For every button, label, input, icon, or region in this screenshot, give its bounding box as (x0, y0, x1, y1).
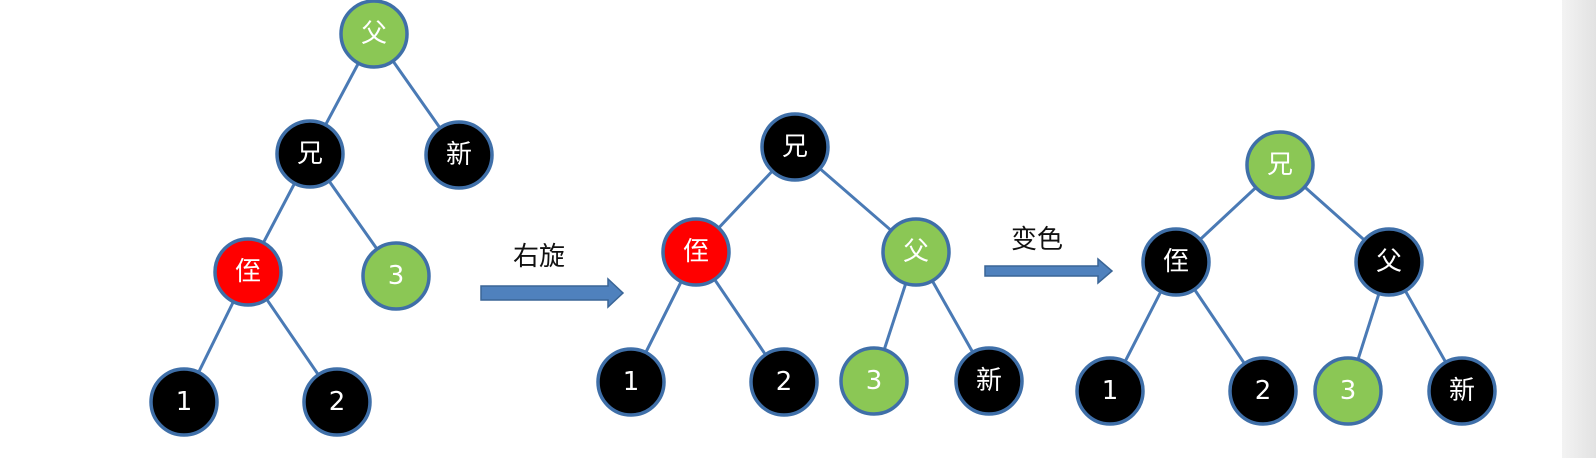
node-t2-nephew: 侄 (661, 217, 731, 287)
node-t3-3: 3 (1313, 356, 1383, 426)
arrow-recolor-shape (984, 257, 1114, 285)
node-label-t2-parent: 父 (903, 237, 929, 267)
node-label-t3-nephew: 侄 (1163, 247, 1189, 277)
node-label-t3-3: 3 (1340, 376, 1357, 406)
tree-before: 父兄 新侄 3 1 2 (149, 0, 494, 437)
node-t2-sibling: 兄 (760, 112, 830, 182)
node-label-t3-2: 2 (1255, 376, 1272, 406)
node-t1-nephew: 侄 (213, 237, 283, 307)
edges-layer (182, 33, 1464, 403)
node-label-t2-sibling: 兄 (782, 132, 808, 162)
node-label-t1-nephew: 侄 (235, 257, 261, 287)
arrow-recolor-label: 变色 (1011, 225, 1063, 255)
node-circle-t1-nephew (213, 237, 283, 307)
node-label-t2-2: 2 (776, 367, 793, 397)
node-label-t3-sibling: 兄 (1267, 150, 1293, 180)
arrow-rotate-shape (480, 277, 625, 309)
node-t3-1: 1 (1075, 356, 1145, 426)
node-t3-new: 新 (1427, 356, 1497, 426)
node-t2-parent: 父 (881, 217, 951, 287)
node-t2-1: 1 (596, 347, 666, 417)
node-t3-sibling: 兄 (1245, 130, 1315, 200)
tree-recolored: 兄侄 父 1 2 3 新 (1075, 130, 1497, 426)
node-t1-3: 3 (361, 241, 431, 311)
vertical-scrollbar[interactable] (1562, 0, 1596, 458)
node-label-t3-1: 1 (1102, 376, 1119, 406)
node-label-t2-3: 3 (866, 366, 883, 396)
node-label-t2-new: 新 (976, 366, 1002, 396)
node-label-t3-parent: 父 (1376, 247, 1402, 277)
node-circle-t3-parent (1354, 227, 1424, 297)
node-circle-t3-sibling (1245, 130, 1315, 200)
node-label-t2-nephew: 侄 (683, 237, 709, 267)
node-circle-t2-nephew (661, 217, 731, 287)
node-label-t1-3: 3 (388, 261, 405, 291)
node-circle-t2-2 (749, 347, 819, 417)
node-t3-nephew: 侄 (1141, 227, 1211, 297)
arrow-rotate: 右旋 (480, 242, 625, 309)
node-circle-t1-2 (302, 367, 372, 437)
node-circle-t2-1 (596, 347, 666, 417)
node-t3-parent: 父 (1354, 227, 1424, 297)
node-circle-t1-1 (149, 367, 219, 437)
node-label-t1-parent: 父 (361, 19, 387, 49)
node-t3-2: 2 (1228, 356, 1298, 426)
arrows-layer: 右旋 变色 (480, 225, 1114, 309)
node-circle-t1-sibling (275, 119, 345, 189)
node-circle-t3-1 (1075, 356, 1145, 426)
node-label-t1-sibling: 兄 (297, 139, 323, 169)
node-circle-t3-2 (1228, 356, 1298, 426)
node-label-t1-2: 2 (329, 387, 346, 417)
node-circle-t2-parent (881, 217, 951, 287)
node-label-t2-1: 1 (623, 367, 640, 397)
node-label-t3-new: 新 (1449, 376, 1475, 406)
node-t1-parent: 父 (339, 0, 409, 69)
node-circle-t3-new (1427, 356, 1497, 426)
node-t1-sibling: 兄 (275, 119, 345, 189)
node-t2-new: 新 (954, 346, 1024, 416)
node-t1-2: 2 (302, 367, 372, 437)
node-circle-t3-3 (1313, 356, 1383, 426)
node-label-t1-new: 新 (446, 140, 472, 170)
node-t1-1: 1 (149, 367, 219, 437)
arrow-recolor: 变色 (984, 225, 1114, 285)
arrow-rotate-label: 右旋 (513, 242, 565, 272)
node-circle-t2-3 (839, 346, 909, 416)
node-label-t1-1: 1 (176, 387, 193, 417)
node-t1-new: 新 (424, 120, 494, 190)
node-t2-2: 2 (749, 347, 819, 417)
node-circle-t1-3 (361, 241, 431, 311)
tree-rotated: 兄侄 父 1 2 3 新 (596, 112, 1024, 417)
node-circle-t1-parent (339, 0, 409, 69)
node-circle-t2-new (954, 346, 1024, 416)
node-circle-t1-new (424, 120, 494, 190)
node-circle-t3-nephew (1141, 227, 1211, 297)
node-t2-3: 3 (839, 346, 909, 416)
node-circle-t2-sibling (760, 112, 830, 182)
